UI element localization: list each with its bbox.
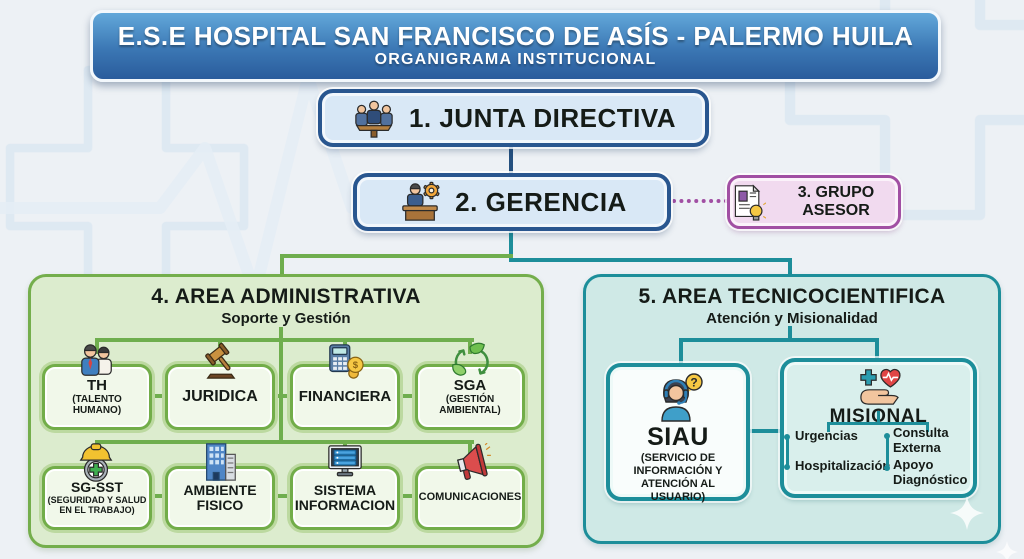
service-consulta-externa: Consulta Externa: [893, 425, 949, 455]
unit-name: SISTEMA INFORMACION: [294, 481, 396, 513]
connector: [95, 338, 99, 354]
unit-name: SGA: [453, 376, 487, 394]
unit-name: SG-SST: [70, 479, 124, 496]
siau-name: SIAU: [647, 423, 709, 451]
unit-name: AMBIENTE FISICO: [183, 481, 257, 513]
manager-desk-icon: [397, 181, 443, 223]
unit-sistema-informacion: SISTEMA INFORMACION: [290, 466, 400, 530]
hr-people-icon: [76, 342, 118, 380]
area-tecnicocientifica-subtitle: Atención y Misionalidad: [706, 310, 878, 327]
unit-detail: (TALENTO HUMANO): [72, 393, 122, 416]
unit-name: TH: [87, 376, 107, 394]
sparkle-icon: [950, 496, 984, 530]
connector-misional-bracket: [827, 422, 929, 425]
service-apoyo-diagnostico: Apoyo Diagnóstico: [893, 457, 968, 487]
node-junta-directiva: 1. JUNTA DIRECTIVA: [318, 89, 709, 147]
svg-text:$: $: [353, 360, 359, 371]
connector: [827, 422, 830, 432]
unit-financiera: FINANCIERA: [290, 364, 400, 430]
unit-sga: SGA (GESTIÓN AMBIENTAL): [415, 364, 525, 430]
node-grupo-asesor: 3. GRUPO ASESOR: [727, 175, 901, 229]
connector-misional-drop: [877, 411, 880, 424]
bullet-dot: [784, 434, 790, 440]
junta-directiva-label: 1. JUNTA DIRECTIVA: [408, 102, 677, 133]
sparkle-icon: [996, 541, 1018, 559]
connector: [152, 394, 165, 398]
connector-admin-row2: [95, 440, 474, 444]
unit-name: JURIDICA: [182, 388, 258, 406]
connector-tecnico-bracket: [679, 338, 879, 342]
megaphone-icon: [449, 443, 491, 481]
connector-branch-left: [280, 254, 513, 258]
connector-branch-right: [509, 258, 792, 262]
bullet-dot: [884, 465, 890, 471]
svg-text:?: ?: [690, 376, 697, 390]
bullet-dot: [884, 433, 890, 439]
connector-gerencia-asesor: [672, 199, 728, 203]
computer-server-icon: [324, 443, 366, 481]
siau-detail: (SERVICIO DE INFORMACIÓN Y ATENCIÓN AL U…: [633, 452, 723, 503]
connector-gerencia-down: [509, 230, 513, 260]
unit-siau: ? SIAU (SERVICIO DE INFORMACIÓN Y ATENCI…: [606, 363, 750, 503]
area-tecnicocientifica-title: 5. AREA TECNICOCIENTIFICA: [638, 285, 946, 308]
connector-branch-left-drop: [280, 254, 284, 276]
connector-admin-row1: [95, 338, 474, 342]
connector: [926, 422, 929, 432]
unit-name: COMUNICACIONES: [418, 491, 522, 504]
service-hospitalizacion: Hospitalización: [795, 458, 891, 473]
page-subtitle: ORGANIGRAMA INSTITUCIONAL: [374, 50, 657, 68]
hand-heart-icon: [856, 366, 902, 406]
page-title: E.S.E HOSPITAL SAN FRANCISCO DE ASÍS - P…: [117, 21, 914, 52]
bullet-connector: [886, 437, 889, 467]
header-banner: E.S.E HOSPITAL SAN FRANCISCO DE ASÍS - P…: [90, 10, 941, 82]
connector: [400, 394, 415, 398]
safety-helmet-icon: [75, 442, 117, 484]
connector-branch-right-drop: [788, 258, 792, 276]
gavel-icon: [199, 342, 241, 380]
calculator-coins-icon: $: [324, 342, 366, 380]
connector-junta-gerencia: [509, 146, 513, 174]
bullet-dot: [784, 464, 790, 470]
gerencia-label: 2. GERENCIA: [455, 186, 627, 217]
unit-detail: (GESTIÓN AMBIENTAL): [439, 393, 501, 416]
connector-admin-center: [279, 327, 283, 441]
connector: [152, 494, 165, 498]
connector: [875, 338, 879, 360]
bullet-connector: [786, 438, 789, 466]
area-administrativa-subtitle: Soporte y Gestión: [221, 310, 351, 327]
building-icon: [199, 440, 241, 484]
connector: [468, 440, 472, 456]
connector: [275, 394, 290, 398]
unit-name: FINANCIERA: [298, 387, 392, 405]
connector-tecnico-center: [788, 326, 792, 340]
connector: [400, 494, 415, 498]
unit-detail: (SEGURIDAD Y SALUD EN EL TRABAJO): [47, 495, 147, 516]
grupo-asesor-label: 3. GRUPO ASESOR: [797, 184, 875, 219]
connector: [275, 494, 290, 498]
area-administrativa-title: 4. AREA ADMINISTRATIVA: [151, 285, 421, 308]
connector-siau-misional: [748, 429, 782, 433]
node-gerencia: 2. GERENCIA: [353, 173, 671, 231]
service-urgencias: Urgencias: [795, 428, 858, 443]
document-idea-icon: [730, 182, 766, 222]
eco-leaves-icon: [449, 341, 491, 381]
board-meeting-icon: [351, 97, 397, 139]
connector: [679, 338, 683, 366]
support-agent-icon: ?: [652, 372, 704, 422]
